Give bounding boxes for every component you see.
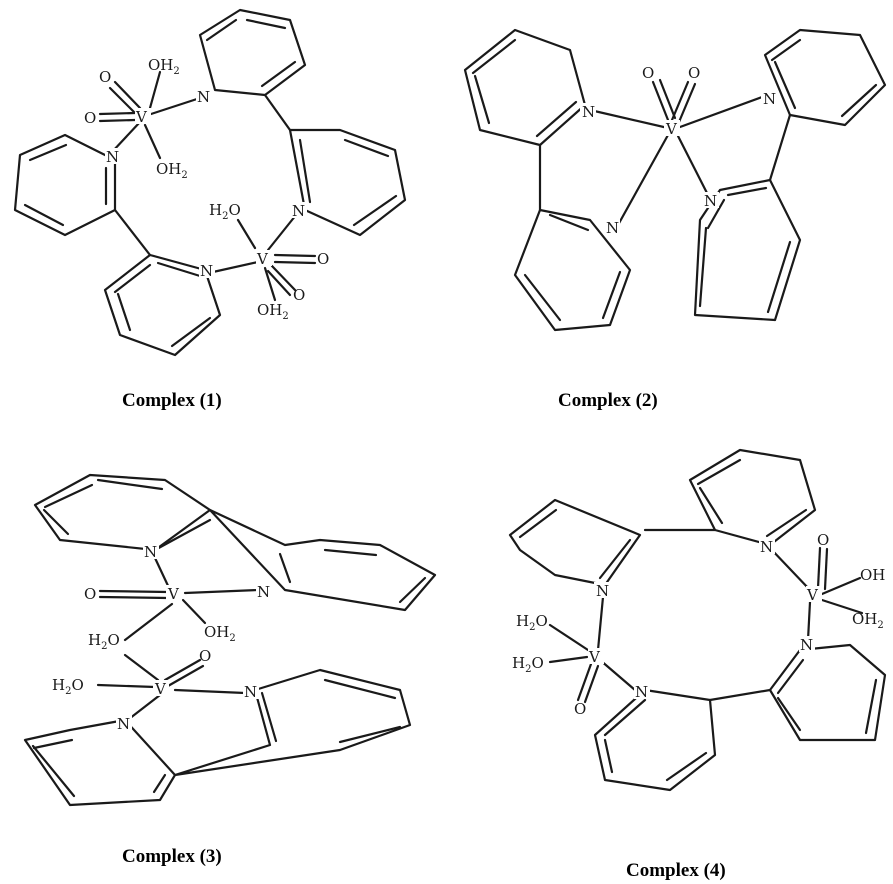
- subscript: 2: [525, 664, 531, 675]
- svg-text:OH2: OH2: [257, 301, 289, 322]
- vanadium-atom: V: [154, 680, 167, 698]
- aqua-label: OH: [852, 610, 877, 628]
- complex-1-structure: [13, 8, 407, 357]
- complex-2-atoms: N N N N V O O: [580, 64, 777, 237]
- subscript: 2: [101, 641, 107, 652]
- oxo-atom: O: [99, 68, 111, 86]
- nitrogen-atom: N: [197, 88, 210, 106]
- nitrogen-atom: N: [763, 90, 776, 108]
- oxo-atom: O: [84, 585, 96, 603]
- nitrogen-atom: N: [704, 192, 717, 210]
- nitrogen-atom: N: [635, 683, 648, 701]
- vanadium-atom: V: [167, 585, 180, 603]
- subscript: 2: [529, 622, 535, 633]
- svg-text:OH2: OH2: [852, 610, 884, 631]
- nitrogen-atom: N: [606, 219, 619, 237]
- oxygen-label: O: [535, 612, 547, 630]
- subscript: 2: [173, 66, 179, 77]
- svg-text:H2O: H2O: [512, 654, 544, 675]
- svg-text:H2O: H2O: [516, 612, 548, 633]
- oxo-atom: O: [317, 250, 329, 268]
- nitrogen-atom: N: [292, 202, 305, 220]
- oxo-atom: O: [817, 531, 829, 549]
- complex-2-caption: Complex (2): [558, 390, 658, 411]
- nitrogen-atom: N: [257, 583, 270, 601]
- subscript: 2: [229, 633, 235, 644]
- complex-1-atoms: N N N N V V O O OH2 OH2 H2O O O OH2: [84, 56, 329, 322]
- oxygen-label: O: [531, 654, 543, 672]
- vanadium-atom: V: [256, 250, 269, 268]
- aqua-label: H: [512, 654, 525, 672]
- complex-3-atoms: N N V O OH2 H2O O V H2O N N: [52, 543, 272, 733]
- oxygen-label: O: [228, 201, 240, 219]
- nitrogen-atom: N: [244, 683, 257, 701]
- svg-text:H2O: H2O: [52, 676, 84, 697]
- nitrogen-atom: N: [144, 543, 157, 561]
- vanadium-atom: V: [588, 648, 601, 666]
- subscript: 2: [181, 170, 187, 181]
- svg-text:OH2: OH2: [204, 623, 236, 644]
- nitrogen-atom: N: [760, 538, 773, 556]
- oxygen-label: O: [107, 631, 119, 649]
- oxo-atom: O: [574, 700, 586, 718]
- vanadium-atom: V: [806, 586, 819, 604]
- nitrogen-atom: N: [582, 103, 595, 121]
- svg-text:H2O: H2O: [209, 201, 241, 222]
- nitrogen-atom: N: [596, 582, 609, 600]
- aqua-label: OH: [257, 301, 282, 319]
- aqua-label: OH: [156, 160, 181, 178]
- oxo-atom: O: [688, 64, 700, 82]
- aqua-label: OH: [148, 56, 173, 74]
- vanadium-atom: V: [135, 108, 148, 126]
- aqua-label-cropped: OH: [860, 566, 885, 584]
- complex-4-atoms: N V O OH OH2 N N V H2O H2O O N: [512, 531, 885, 718]
- nitrogen-atom: N: [117, 715, 130, 733]
- oxo-atom: O: [199, 647, 211, 665]
- nitrogen-atom: N: [106, 148, 119, 166]
- nitrogen-atom: N: [200, 262, 213, 280]
- complex-3-caption: Complex (3): [122, 846, 222, 867]
- aqua-label: H: [516, 612, 529, 630]
- svg-text:H2O: H2O: [88, 631, 120, 652]
- aqua-label: OH: [204, 623, 229, 641]
- subscript: 2: [282, 311, 288, 322]
- complex-4-caption: Complex (4): [626, 860, 726, 881]
- subscript: 2: [65, 686, 71, 697]
- oxygen-label: O: [71, 676, 83, 694]
- subscript: 2: [877, 620, 883, 631]
- complex-1-caption: Complex (1): [122, 390, 222, 411]
- aqua-label: H: [88, 631, 101, 649]
- complex-3-structure: [23, 473, 437, 807]
- oxo-atom: O: [84, 109, 96, 127]
- vanadium-atom: V: [665, 120, 678, 138]
- subscript: 2: [222, 211, 228, 222]
- oxo-atom: O: [642, 64, 654, 82]
- aqua-label: H: [209, 201, 222, 219]
- nitrogen-atom: N: [800, 636, 813, 654]
- svg-text:OH2: OH2: [156, 160, 188, 181]
- oxo-atom: O: [293, 286, 305, 304]
- aqua-label: H: [52, 676, 65, 694]
- svg-text:OH2: OH2: [148, 56, 180, 77]
- complex-2-structure: [463, 28, 887, 332]
- complex-4-structure: [508, 448, 887, 792]
